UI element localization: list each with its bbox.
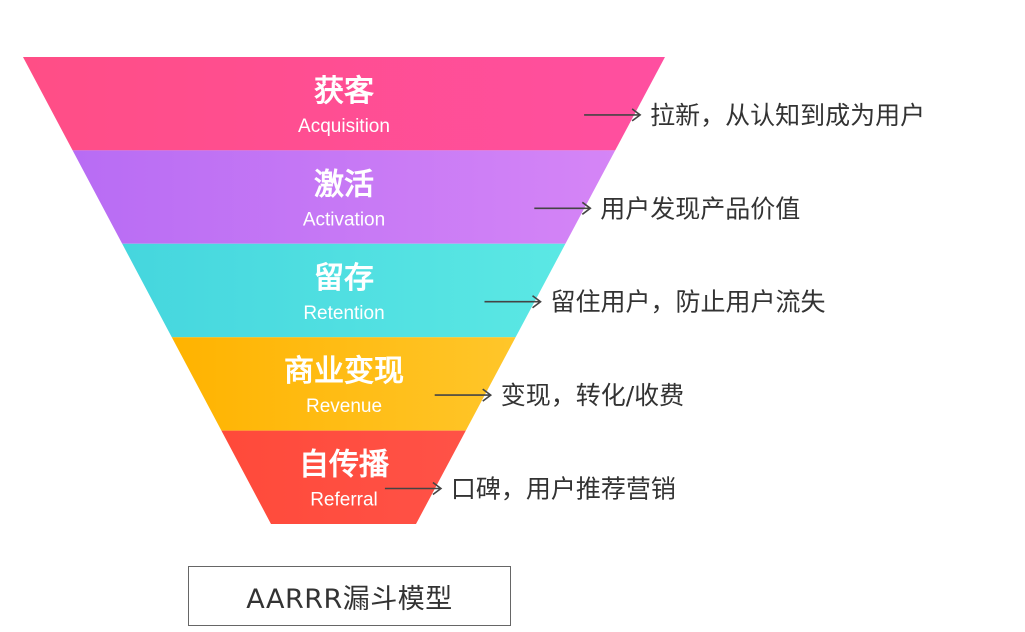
band-title: 激活	[314, 167, 374, 202]
stage-arrow-5	[384, 481, 443, 496]
arrow-head-icon	[432, 481, 443, 496]
band-subtitle: Referral	[310, 490, 378, 511]
band-title: 留存	[314, 261, 374, 296]
stage-arrow-2	[534, 201, 592, 215]
funnel-band-4: 商业变现 Revenue	[171, 337, 516, 431]
funnel-bands: 获客 Acquisition 激活 Activation 留存 Retention 商业变现…	[23, 57, 665, 524]
funnel-band-1: 获客 Acquisition	[23, 57, 665, 151]
band-title: 自传播	[299, 448, 390, 483]
funnel-band-3: 留存 Retention	[122, 243, 566, 338]
funnel-band-shape	[122, 243, 566, 338]
stage-description: 留住用户，防止用户流失	[551, 288, 826, 317]
stage-arrow-3	[484, 295, 542, 309]
stage-description: 拉新，从认知到成为用户	[650, 101, 925, 130]
band-title: 获客	[314, 74, 374, 109]
funnel-arrows: 拉新，从认知到成为用户用户发现产品价值留住用户，防止用户流失变现，转化/收费口碑…	[384, 101, 925, 504]
caption-title: AARRR漏斗模型	[246, 583, 453, 615]
funnel-band-shape	[221, 430, 466, 524]
band-title: 商业变现	[284, 354, 404, 389]
arrow-head-icon	[581, 201, 592, 215]
funnel-band-shape	[171, 337, 516, 431]
stage-arrow-1	[584, 108, 642, 122]
caption-box: AARRR漏斗模型	[188, 566, 511, 626]
arrow-head-icon	[532, 295, 542, 309]
band-subtitle: Revenue	[306, 396, 382, 417]
funnel-band-shape	[23, 57, 665, 151]
band-subtitle: Activation	[303, 209, 385, 230]
stage-description: 变现，转化/收费	[501, 381, 684, 410]
arrow-head-icon	[631, 108, 642, 122]
stage-description: 用户发现产品价值	[600, 194, 800, 223]
funnel-band-shape	[72, 150, 616, 244]
arrow-head-icon	[482, 388, 493, 402]
stage-arrow-4	[434, 388, 493, 402]
band-subtitle: Retention	[303, 303, 384, 324]
funnel-band-2: 激活 Activation	[72, 150, 616, 244]
aarrr-funnel-diagram: 获客 Acquisition 激活 Activation 留存 Retention 商业变现…	[23, 57, 925, 524]
stage-description: 口碑，用户推荐营销	[451, 475, 676, 504]
funnel-band-5: 自传播 Referral	[221, 430, 466, 524]
band-subtitle: Acquisition	[298, 116, 390, 137]
